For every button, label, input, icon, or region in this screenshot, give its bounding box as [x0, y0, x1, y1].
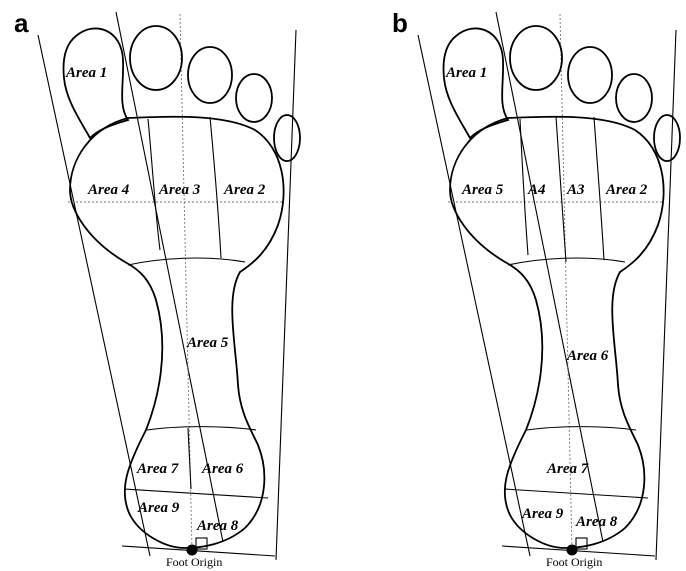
divider-area5-a4: [520, 119, 528, 255]
label-area-6: Area 6: [566, 348, 609, 364]
toe-2-outline: [510, 26, 562, 90]
toe-2-outline: [130, 26, 182, 90]
label-area-1: Area 1: [65, 65, 107, 81]
rearfoot-top-divider: [527, 427, 636, 430]
label-area-9: Area 9: [521, 506, 564, 522]
panel-b-letter: b: [392, 8, 408, 38]
label-a4: A4: [527, 182, 546, 198]
heel-horizontal-divider: [124, 489, 268, 498]
label-a3: A3: [566, 182, 585, 198]
foot-origin-point: [187, 545, 198, 556]
label-area-7: Area 7: [136, 461, 179, 477]
foot-origin-label: Foot Origin: [166, 555, 222, 569]
divider-a3-area2: [594, 117, 604, 260]
heel-horizontal-divider: [504, 489, 648, 498]
midfoot-top-divider: [128, 258, 245, 265]
label-area-3: Area 3: [158, 182, 201, 198]
label-area-7: Area 7: [546, 461, 589, 477]
rearfoot-top-divider: [147, 427, 256, 430]
label-area-5: Area 5: [186, 335, 229, 351]
toe-5-outline: [274, 115, 300, 161]
foot-origin-point: [567, 545, 578, 556]
divider-a4-a3: [556, 117, 566, 262]
label-area-2: Area 2: [605, 182, 648, 198]
label-area-8: Area 8: [575, 514, 618, 530]
toe-3-outline: [568, 47, 612, 103]
left-boundary-line: [418, 35, 530, 556]
divider-area3-area2: [210, 117, 221, 258]
label-area-2: Area 2: [223, 182, 266, 198]
panel-b: b Foot Origin Area 1 Area 2 A3 A4 Area 5: [392, 8, 680, 569]
toe-4-outline: [616, 74, 652, 122]
label-area-8: Area 8: [196, 518, 239, 534]
toe-3-outline: [188, 47, 232, 103]
label-area-1: Area 1: [445, 65, 487, 81]
toe-4-outline: [236, 74, 272, 122]
panel-a-letter: a: [14, 8, 29, 38]
label-area-6: Area 6: [201, 461, 244, 477]
panel-a: a Foot Origin Area 1 Area 2 Area 3: [14, 8, 300, 569]
label-area-4: Area 4: [87, 182, 130, 198]
foot-origin-label: Foot Origin: [546, 555, 602, 569]
toe-5-outline: [654, 115, 680, 161]
divider-area7-area6: [188, 428, 191, 489]
right-boundary-line: [656, 30, 676, 560]
right-boundary-line: [276, 30, 296, 560]
label-area-9: Area 9: [137, 500, 180, 516]
label-area-5: Area 5: [461, 182, 504, 198]
left-boundary-line: [38, 35, 150, 556]
